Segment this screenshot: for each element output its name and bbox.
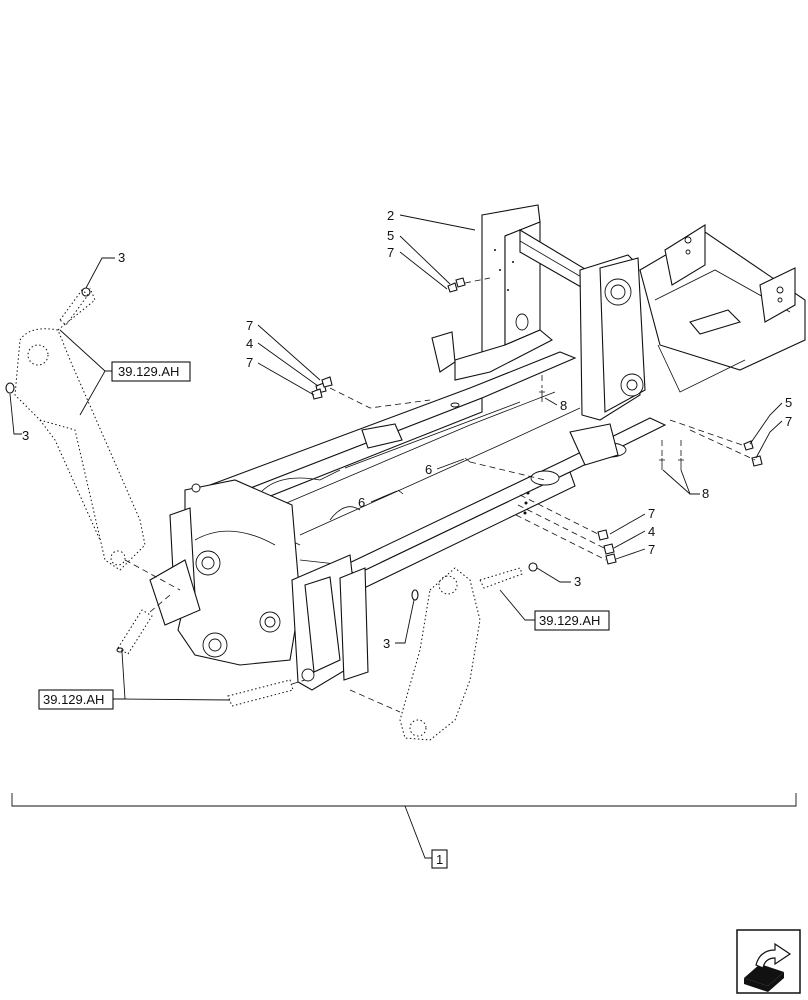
callout-3-left: 3	[22, 428, 29, 443]
left-lift-arm	[5, 287, 181, 591]
right-lift-arm	[349, 562, 538, 741]
callout-7-left-bottom: 7	[246, 355, 253, 370]
leader-lines	[9, 214, 797, 859]
navigation-arrow-icon[interactable]	[736, 929, 801, 994]
callout-5-upper: 5	[387, 228, 394, 243]
callout-7-left-top: 7	[246, 318, 253, 333]
loose-pins	[116, 594, 306, 707]
callout-2: 2	[387, 208, 394, 223]
assembly-label: 1	[431, 849, 448, 869]
callout-3-center: 3	[383, 636, 390, 651]
ref-box-right[interactable]: 39.129.AH	[539, 613, 600, 628]
callout-7-right: 7	[785, 414, 792, 429]
callout-7-lower-right-top: 7	[648, 506, 655, 521]
assembly-item-number: 1	[436, 852, 443, 867]
callout-5-right: 5	[785, 395, 792, 410]
reference-boxes: 39.129.AH 39.129.AH 39.129.AH	[38, 361, 610, 710]
callout-numbers: 2 5 7 7 4 7 3 3 3 3 8 8 6 6 5 7 7 4 7	[22, 208, 792, 651]
ref-box-left-lower[interactable]: 39.129.AH	[43, 692, 104, 707]
callout-6-upper: 6	[425, 462, 432, 477]
fasteners	[311, 277, 763, 565]
callout-3-top-left: 3	[118, 250, 125, 265]
callout-6-lower: 6	[358, 495, 365, 510]
ref-box-left-upper[interactable]: 39.129.AH	[118, 364, 179, 379]
callout-8-right: 8	[702, 486, 709, 501]
callout-8-center: 8	[560, 398, 567, 413]
callout-7-upper: 7	[387, 245, 394, 260]
callout-4-lower-right: 4	[648, 524, 655, 539]
callout-4-left: 4	[246, 336, 253, 351]
main-frame	[149, 204, 806, 691]
callout-7-lower-right-bottom: 7	[648, 542, 655, 557]
callout-3-right: 3	[574, 574, 581, 589]
